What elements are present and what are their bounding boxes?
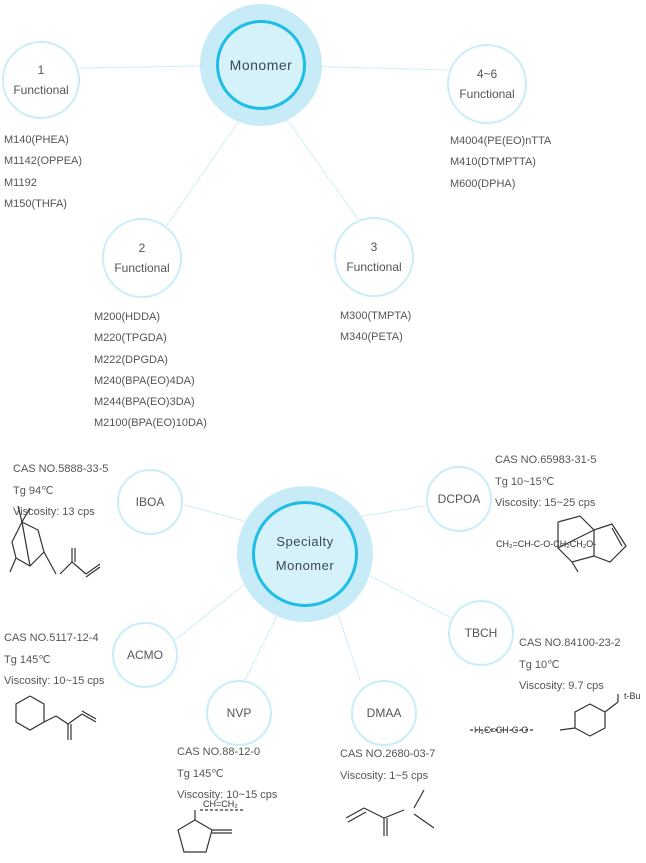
list-item: M340(PETA) <box>340 331 403 344</box>
node-iboa-label: IBOA <box>135 495 165 509</box>
node-acmo: ACMO <box>112 622 178 688</box>
dmaa-viscosity: Viscosity: 1~5 cps <box>340 769 429 782</box>
functional-node-1-label: Functional <box>13 83 69 97</box>
nvp-info: CAS NO.88-12-0 Tg 145℃ Viscosity: 10~15 … <box>177 742 277 807</box>
functional-3-list: M300(TMPTA) M340(PETA) <box>340 306 411 349</box>
functional-node-4-6-label: Functional <box>459 87 515 101</box>
dmaa-info: CAS NO.2680-03-7 Viscosity: 1~5 cps <box>340 744 435 787</box>
functional-node-3-label: Functional <box>346 260 402 274</box>
monomer-hub-label: Monomer <box>229 57 293 73</box>
nvp-tg: Tg 145℃ <box>177 767 224 780</box>
list-item: M600(DPHA) <box>450 177 516 190</box>
node-nvp: NVP <box>206 680 272 746</box>
dmaa-cas: CAS NO.2680-03-7 <box>340 748 436 760</box>
acmo-info: CAS NO.5117-12-4 Tg 145℃ Viscosity: 10~1… <box>4 628 104 693</box>
functional-node-4-6: 4~6 Functional <box>447 44 527 124</box>
list-item: M244(BPA(EO)3DA) <box>94 396 195 409</box>
specialty-hub-line1: Specialty <box>276 534 334 549</box>
monomer-hub: Monomer <box>216 20 306 110</box>
list-item: M1142(OPPEA) <box>4 155 83 168</box>
functional-node-2-number: 2 <box>138 241 146 255</box>
functional-node-3-number: 3 <box>370 240 378 254</box>
dcpoa-viscosity: Viscosity: 15~25 cps <box>495 497 596 509</box>
node-nvp-label: NVP <box>226 706 252 720</box>
functional-node-2: 2 Functional <box>102 218 182 298</box>
functional-node-2-label: Functional <box>114 261 170 275</box>
acmo-tg: Tg 145℃ <box>4 653 51 666</box>
link-specialty-iboa <box>184 504 271 529</box>
list-item: M2100(BPA(EO)10DA) <box>94 417 207 430</box>
specialty-hub: Specialty Monomer <box>252 501 358 607</box>
functional-2-list: M200(HDDA) M220(TPGDA) M222(DPGDA) M240(… <box>94 307 207 435</box>
node-dcpoa: DCPOA <box>426 466 492 532</box>
functional-node-1-number: 1 <box>37 63 45 77</box>
functional-4-6-list: M4004(PE(EO)nTTA M410(DTMPTTA) M600(DPHA… <box>450 131 551 195</box>
node-dcpoa-label: DCPOA <box>437 492 481 506</box>
tbch-tg: Tg 10℃ <box>519 658 560 671</box>
acmo-viscosity: Viscosity: 10~15 cps <box>4 675 105 687</box>
dcpoa-tg: Tg 10~15℃ <box>495 475 555 488</box>
list-item: M150(THFA) <box>4 197 67 210</box>
node-dmaa: DMAA <box>351 680 417 746</box>
link-monomer-3 <box>279 109 361 223</box>
dcpoa-cas: CAS NO.65983-31-5 <box>495 454 597 466</box>
list-item: M300(TMPTA) <box>340 310 412 322</box>
list-item: M240(BPA(EO)4DA) <box>94 374 195 387</box>
functional-node-3: 3 Functional <box>334 217 414 297</box>
specialty-hub-line2: Monomer <box>275 558 335 573</box>
iboa-info: CAS NO.5888-33-5 Tg 94℃ Viscosity: 13 cp… <box>13 459 108 524</box>
list-item: M222(DPGDA) <box>94 353 168 366</box>
node-dmaa-label: DMAA <box>366 706 402 720</box>
nvp-viscosity: Viscosity: 10~15 cps <box>177 789 278 801</box>
dcpoa-info: CAS NO.65983-31-5 Tg 10~15℃ Viscosity: 1… <box>495 450 597 515</box>
acmo-cas: CAS NO.5117-12-4 <box>4 632 99 644</box>
iboa-viscosity: Viscosity: 13 cps <box>13 506 95 518</box>
link-monomer-2 <box>164 104 251 229</box>
nvp-cas: CAS NO.88-12-0 <box>177 746 261 758</box>
tbch-cas: CAS NO.84100-23-2 <box>519 637 621 649</box>
list-item: M200(HDDA) <box>94 311 161 323</box>
functional-node-1: 1 Functional <box>2 41 80 119</box>
list-item: M4004(PE(EO)nTTA <box>450 135 552 147</box>
functional-1-list: M140(PHEA) M1142(OPPEA) M1192 M150(THFA) <box>4 130 82 215</box>
link-specialty-tbch <box>354 567 456 621</box>
node-tbch: TBCH <box>448 600 514 666</box>
node-iboa: IBOA <box>117 469 183 535</box>
functional-node-4-6-number: 4~6 <box>476 67 498 81</box>
list-item: M220(TPGDA) <box>94 332 167 345</box>
list-item: M410(DTMPTTA) <box>450 156 536 169</box>
list-item: M140(PHEA) <box>4 134 69 146</box>
list-item: M1192 <box>4 176 37 189</box>
iboa-cas: CAS NO.5888-33-5 <box>13 463 109 475</box>
node-tbch-label: TBCH <box>464 626 498 640</box>
tbch-viscosity: Viscosity: 9.7 cps <box>519 680 604 692</box>
iboa-tg: Tg 94℃ <box>13 484 54 497</box>
node-acmo-label: ACMO <box>127 648 163 662</box>
tbch-info: CAS NO.84100-23-2 Tg 10℃ Viscosity: 9.7 … <box>519 633 621 698</box>
